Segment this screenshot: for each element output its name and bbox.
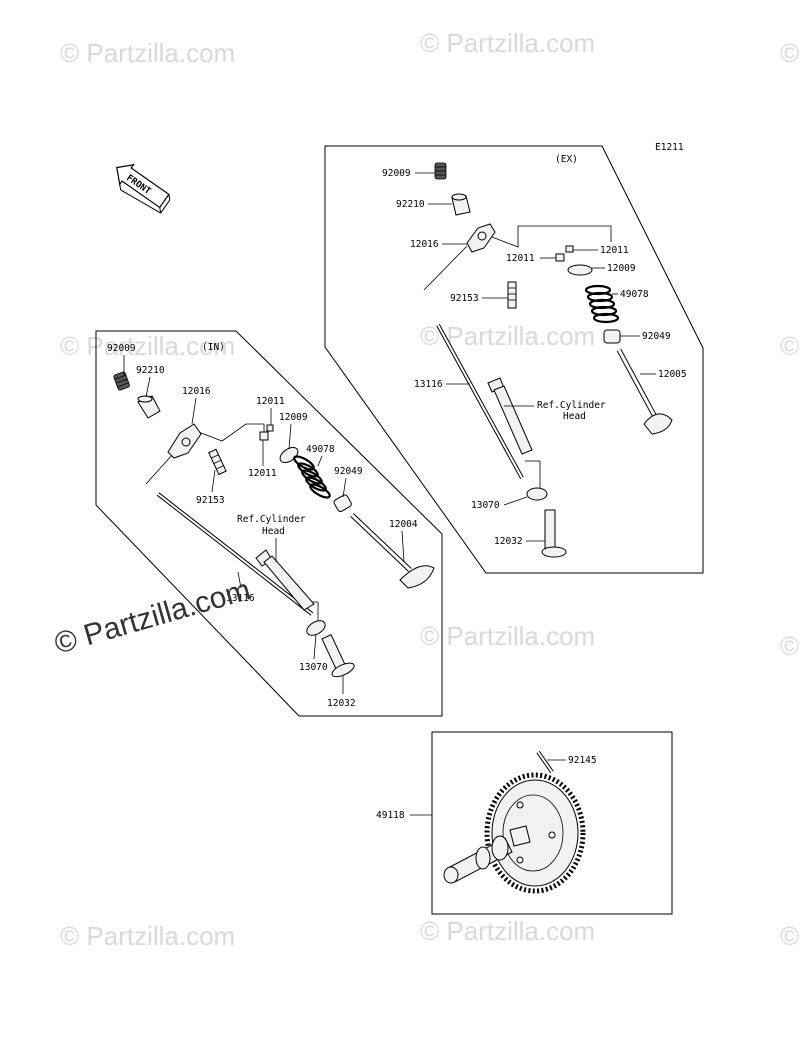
retainer-12009-ex	[567, 264, 593, 276]
label-49078-in: 49078	[306, 444, 335, 455]
watermark: © Partzilla.com	[780, 631, 800, 661]
tappet-12032-in	[321, 633, 355, 678]
label-12009-in: 12009	[279, 412, 308, 423]
watermark: © Partzilla.com	[420, 916, 595, 946]
diagram-code: E1211	[655, 142, 684, 153]
label-13116-in: 13116	[226, 593, 255, 604]
tappet-12032-ex	[541, 509, 567, 558]
adjuster-screw-92009-ex	[434, 162, 447, 180]
label-12011a-in: 12011	[256, 396, 285, 407]
label-92009-in: 92009	[107, 343, 136, 354]
label-13070-in: 13070	[299, 662, 328, 673]
lifter-cap-13070-in	[306, 620, 326, 636]
intake-header: (IN)	[202, 342, 225, 353]
watermark: © Partzilla.com	[60, 921, 235, 951]
watermarks: © Partzilla.com © Partzilla.com © Partzi…	[60, 28, 800, 951]
watermark: © Partzilla.com	[60, 38, 235, 68]
exhaust-section: (EX)	[324, 145, 704, 574]
label-92049-in: 92049	[334, 466, 363, 477]
ref-cylinder-head-in-line2: Head	[262, 526, 285, 537]
label-12009-ex: 12009	[607, 263, 636, 274]
pushrod-13116-in	[156, 492, 314, 616]
keeper-12011-in-b	[266, 424, 274, 432]
label-13116-ex: 13116	[414, 379, 443, 390]
watermark: © Partzilla.com	[780, 38, 800, 68]
label-12005: 12005	[658, 369, 687, 380]
front-arrow-icon: FRONT	[116, 163, 171, 214]
stud-92153-ex	[507, 281, 517, 309]
watermark: © Partzilla.com	[420, 621, 595, 651]
stem-seal-92049-ex	[603, 329, 621, 344]
label-92210-in: 92210	[136, 365, 165, 376]
ref-bolt-in	[255, 549, 315, 611]
label-12011a-ex: 12011	[600, 245, 629, 256]
stud-92153-in	[208, 448, 227, 476]
ref-cylinder-head-ex-line1: Ref.Cylinder	[537, 400, 606, 411]
watermark: © Partzilla.com	[780, 331, 800, 361]
keeper-12011-ex	[555, 253, 565, 262]
label-49118: 49118	[376, 810, 405, 821]
spring-pin-92145	[536, 750, 554, 774]
intake-section: (IN)	[95, 330, 443, 717]
camshaft-section: 92145 49118	[376, 731, 673, 915]
label-12011b-ex: 12011	[506, 253, 535, 264]
label-12011b-in: 12011	[248, 468, 277, 479]
ref-cylinder-head-in-line1: Ref.Cylinder	[237, 514, 306, 525]
label-12016-ex: 12016	[410, 239, 439, 250]
camshaft-shaft	[443, 835, 513, 884]
label-12004: 12004	[389, 519, 418, 530]
keeper-12011-ex-b	[565, 245, 574, 253]
rocker-arm-12016-in	[167, 423, 202, 459]
cam-gear	[484, 772, 586, 894]
watermark: © Partzilla.com	[420, 28, 595, 58]
label-12032-ex: 12032	[494, 536, 523, 547]
nut-92210-ex	[451, 193, 471, 216]
label-13070-ex: 13070	[471, 500, 500, 511]
watermark: © Partzilla.com	[60, 331, 235, 361]
stem-seal-92049-in	[333, 494, 352, 512]
label-92153-in: 92153	[196, 495, 225, 506]
camshaft-frame	[431, 731, 673, 915]
watermark: © Partzilla.com	[780, 921, 800, 951]
rocker-arm-12016-ex	[466, 223, 496, 253]
label-92145: 92145	[568, 755, 597, 766]
pushrod-13116-ex	[436, 324, 524, 479]
intake-valve-12004	[350, 513, 435, 589]
label-12016-in: 12016	[182, 386, 211, 397]
exhaust-valve-12005	[616, 348, 673, 435]
valve-spring-49078-in	[293, 455, 331, 499]
label-92009-ex: 92009	[382, 168, 411, 179]
label-92153-ex: 92153	[450, 293, 479, 304]
keeper-12011-in	[259, 431, 269, 441]
label-49078-ex: 49078	[620, 289, 649, 300]
ref-cylinder-head-ex-line2: Head	[563, 411, 586, 422]
nut-92210-in	[137, 395, 161, 419]
lifter-cap-13070-ex	[526, 487, 548, 501]
label-12032-in: 12032	[327, 698, 356, 709]
label-92049-ex: 92049	[642, 331, 671, 342]
intake-frame	[95, 330, 443, 717]
ref-bolt-ex	[487, 377, 533, 455]
main-watermark: © Partzilla.com	[51, 573, 254, 660]
exhaust-frame	[324, 145, 704, 574]
adjuster-screw-92009-in	[113, 371, 130, 391]
label-92210-ex: 92210	[396, 199, 425, 210]
valve-spring-49078-ex	[584, 284, 620, 324]
exhaust-header: (EX)	[555, 154, 578, 165]
